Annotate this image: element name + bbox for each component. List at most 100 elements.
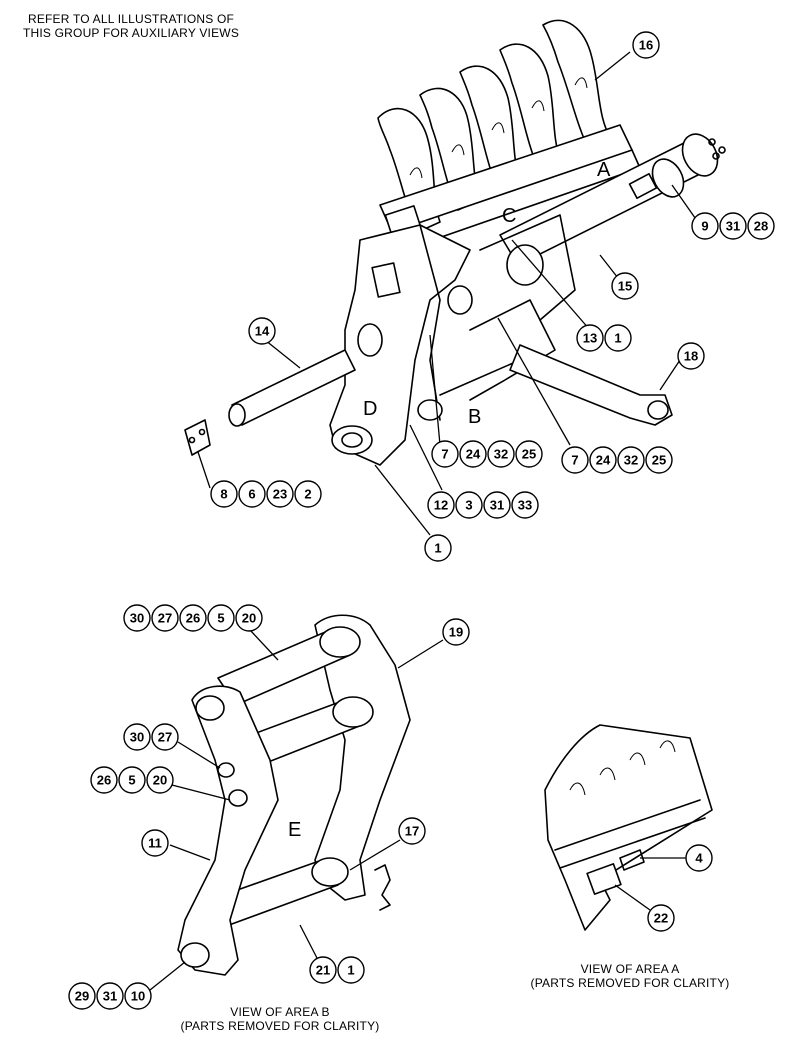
note-view-area-b: VIEW OF AREA B (PARTS REMOVED FOR CLARIT… (150, 1005, 410, 1033)
note-view-b-line1: VIEW OF AREA B (230, 1005, 330, 1019)
callout-circle (398, 817, 426, 845)
view-area-b-drawing: E (149, 614, 444, 991)
note-view-area-a: VIEW OF AREA A (PARTS REMOVED FOR CLARIT… (500, 962, 760, 990)
callout-circle (647, 904, 675, 932)
callout-circle (151, 723, 179, 751)
callout-number: 20 (242, 611, 256, 626)
main-frame (329, 214, 576, 466)
callout-circle (118, 766, 146, 794)
callout-circle (123, 723, 151, 751)
view-area-a-drawing (544, 724, 713, 931)
area-letter-d: D (363, 398, 377, 420)
callout-number: 31 (103, 989, 117, 1004)
callout-number: 29 (75, 989, 89, 1004)
callout-group-g19: 19 (442, 618, 470, 646)
callout-number: 32 (494, 447, 508, 462)
callout-number: 23 (273, 487, 287, 502)
callout-circle (632, 31, 660, 59)
callout-number: 12 (434, 498, 448, 513)
main-leaders (197, 51, 701, 536)
callout-number: 27 (158, 730, 172, 745)
callout-number: 25 (522, 447, 536, 462)
callout-circle (124, 982, 152, 1010)
note-view-b-line2: (PARTS REMOVED FOR CLARITY) (180, 1019, 380, 1033)
retainer-plate (184, 419, 211, 456)
callout-circle (309, 956, 337, 984)
callout-circle (576, 324, 604, 352)
callout-group-g21-1: 21 1 (309, 956, 365, 984)
callout-group-g14: 14 (248, 317, 276, 345)
callout-number: 1 (434, 541, 441, 556)
callout-circle (424, 534, 452, 562)
callout-number: 28 (754, 219, 768, 234)
callout-circle (459, 440, 487, 468)
callout-circle (123, 604, 151, 632)
callout-number: 24 (466, 447, 481, 462)
callout-circle (589, 446, 617, 474)
callout-number: 32 (624, 453, 638, 468)
callout-number: 27 (158, 611, 172, 626)
callout-circle (248, 317, 276, 345)
callout-circle (68, 982, 96, 1010)
callout-number: 13 (583, 331, 597, 346)
callout-circle (210, 480, 238, 508)
callout-group-g30-27: 30 27 (123, 723, 179, 751)
callout-circle (337, 956, 365, 984)
main-assembly: A B C D (184, 19, 726, 536)
area-letter-a: A (597, 159, 611, 181)
callout-circle (427, 491, 455, 519)
callout-circle (511, 491, 539, 519)
callout-circle (294, 480, 322, 508)
rake-teeth (377, 19, 641, 251)
callout-number: 30 (130, 730, 144, 745)
callout-circle (691, 212, 719, 240)
callout-number: 17 (405, 824, 419, 839)
area-letter-b: B (468, 406, 481, 428)
callout-group-g22: 22 (647, 904, 675, 932)
callout-number: 22 (654, 911, 668, 926)
callout-number: 31 (490, 498, 504, 513)
callout-circle (266, 480, 294, 508)
hydraulic-cylinder (499, 133, 726, 266)
callout-circle (146, 766, 174, 794)
callout-number: 21 (316, 963, 330, 978)
callout-number: 5 (128, 773, 135, 788)
callout-number: 15 (618, 279, 632, 294)
callout-number: 16 (639, 38, 653, 53)
callout-number: 30 (130, 611, 144, 626)
note-auxiliary-line1: REFER TO ALL ILLUSTRATIONS OF (27, 12, 235, 26)
callout-circle (141, 829, 169, 857)
callout-number: 18 (684, 349, 698, 364)
callout-group-g11: 11 (141, 829, 169, 857)
callout-circle (96, 982, 124, 1010)
callout-circle (151, 604, 179, 632)
callout-number: 10 (131, 989, 145, 1004)
note-auxiliary-line2: THIS GROUP FOR AUXILIARY VIEWS (22, 26, 240, 40)
callout-circle (431, 440, 459, 468)
callout-number: 20 (153, 773, 167, 788)
note-auxiliary-views: REFER TO ALL ILLUSTRATIONS OF THIS GROUP… (6, 12, 256, 40)
callout-circle (238, 480, 266, 508)
callout-number: 7 (441, 447, 448, 462)
callout-circle (604, 324, 632, 352)
callout-number: 1 (347, 963, 354, 978)
callout-group-g18: 18 (677, 342, 705, 370)
callout-circle (677, 342, 705, 370)
callout-number: 26 (97, 773, 111, 788)
callout-circle (685, 844, 713, 872)
callout-group-g26-5-20: 26 5 20 (90, 766, 174, 794)
callout-number: 5 (217, 611, 224, 626)
note-view-a-line2: (PARTS REMOVED FOR CLARITY) (530, 976, 730, 990)
callout-circle (719, 212, 747, 240)
callout-number: 11 (148, 836, 162, 851)
note-view-a-line1: VIEW OF AREA A (580, 962, 680, 976)
callout-group-g16: 16 (632, 31, 660, 59)
callout-group-g15: 15 (611, 272, 639, 300)
area-letter-c: C (502, 205, 516, 227)
callout-circle (611, 272, 639, 300)
